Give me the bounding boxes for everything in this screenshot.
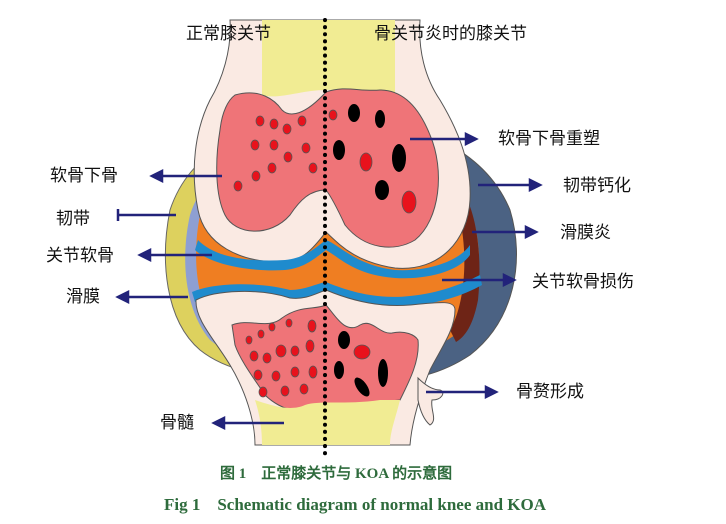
header-normal-knee: 正常膝关节 [186, 24, 271, 44]
label-ligament-calcification: 韧带钙化 [563, 176, 631, 196]
tibial-cartilage [192, 275, 482, 307]
label-articular-cartilage: 关节软骨 [46, 246, 114, 266]
label-bone-marrow: 骨髓 [160, 413, 194, 433]
label-cartilage-damage: 关节软骨损伤 [532, 272, 634, 292]
tibia-marrow [255, 400, 400, 445]
caption-english: Fig 1 Schematic diagram of normal knee a… [164, 495, 547, 514]
left-arrows [115, 168, 284, 431]
femoral-cartilage [195, 240, 470, 279]
tibia-cancellous [231, 304, 419, 411]
label-osteophyte-formation: 骨赘形成 [516, 382, 584, 402]
label-synovitis: 滑膜炎 [560, 223, 611, 243]
label-subchondral-bone-remodeling: 软骨下骨重塑 [498, 129, 600, 149]
red-spots [233, 109, 417, 398]
label-subchondral-bone: 软骨下骨 [50, 166, 118, 186]
osteophyte [417, 376, 444, 426]
caption-chinese: 图 1 正常膝关节与 KOA 的示意图 [220, 466, 453, 482]
black-spots [333, 104, 406, 397]
label-ligament: 韧带 [56, 209, 90, 229]
femur-marrow [262, 20, 395, 97]
header-oa-knee: 骨关节炎时的膝关节 [374, 24, 527, 44]
label-synovium: 滑膜 [66, 287, 100, 307]
right-arrows [410, 131, 543, 400]
